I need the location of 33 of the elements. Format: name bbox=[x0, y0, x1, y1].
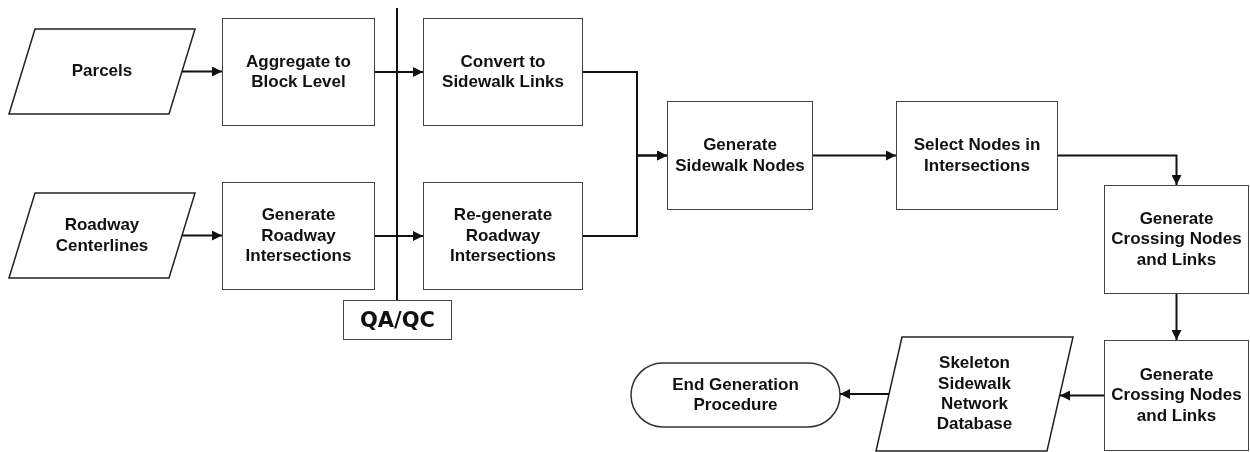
arrow bbox=[374, 67, 424, 77]
process-box bbox=[1104, 340, 1249, 451]
arrow bbox=[181, 230, 223, 241]
arrow bbox=[374, 231, 424, 241]
node-label: Aggregate to Block Level bbox=[245, 51, 352, 93]
arrow bbox=[181, 66, 223, 77]
node-label: Select Nodes in Intersections bbox=[912, 135, 1042, 176]
node-label: Generate Crossing Nodes and Links bbox=[1110, 364, 1243, 427]
arrow bbox=[1059, 390, 1105, 401]
process-box bbox=[222, 18, 375, 126]
process-box bbox=[423, 18, 583, 126]
node-label: Parcels bbox=[71, 61, 133, 82]
qa-qc-box bbox=[343, 300, 452, 340]
node-label: Convert to Sidewalk Links bbox=[441, 51, 565, 93]
node-label: Re-generate Roadway Intersections bbox=[449, 205, 557, 267]
arrow bbox=[1057, 154, 1182, 186]
node-label: End Generation Procedure bbox=[671, 374, 800, 416]
node-label: Generate Sidewalk Nodes bbox=[674, 135, 806, 176]
arrow bbox=[1171, 293, 1182, 341]
arrow bbox=[812, 150, 897, 161]
node-label: Generate Roadway Intersections bbox=[244, 205, 353, 267]
connector-line bbox=[396, 7, 398, 301]
process-box bbox=[667, 101, 813, 210]
process-box bbox=[1104, 185, 1249, 294]
arrow bbox=[582, 150, 668, 237]
process-box bbox=[222, 182, 375, 290]
node-label: QA/QC bbox=[359, 306, 435, 334]
node-label: Roadway Centerlines bbox=[54, 215, 150, 256]
process-box bbox=[896, 101, 1058, 210]
node-label: Generate Crossing Nodes and Links bbox=[1110, 208, 1243, 271]
node-label: Skeleton Sidewalk Network Database bbox=[935, 353, 1014, 435]
arrow bbox=[839, 389, 890, 399]
process-box bbox=[423, 182, 583, 290]
